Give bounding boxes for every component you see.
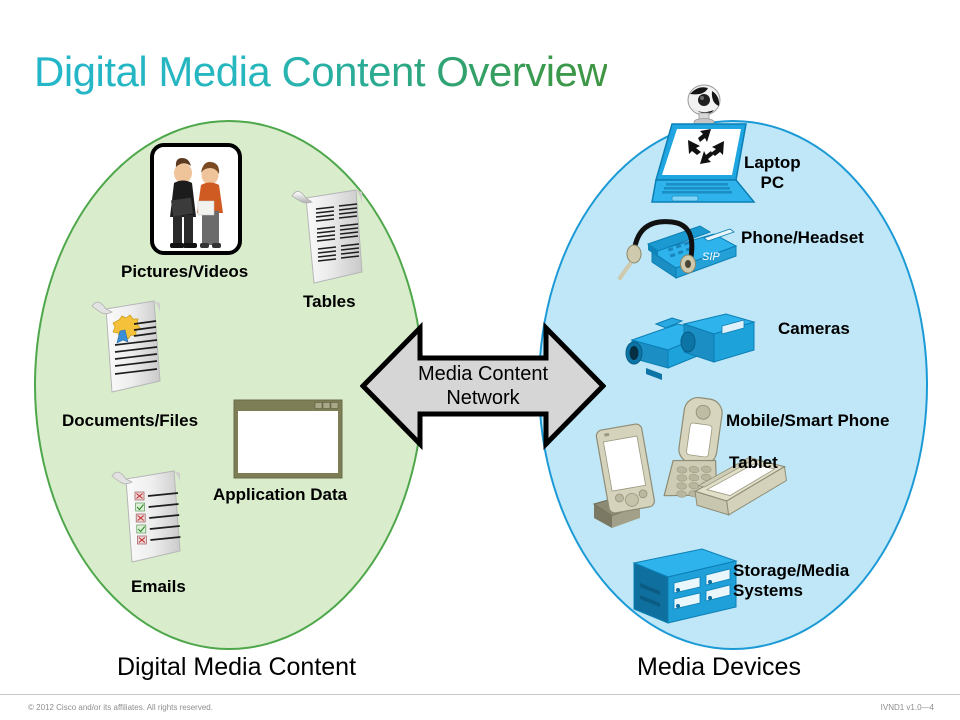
label-storage-media-systems: Storage/Media Systems <box>733 561 850 600</box>
label-documents-files: Documents/Files <box>62 411 199 430</box>
ip-phone-headset-icon: SIP <box>618 212 740 294</box>
certificate-document-icon <box>90 293 170 397</box>
footer-divider <box>0 694 960 695</box>
photo-frame-people-icon <box>150 143 242 255</box>
label-pictures-videos: Pictures/Videos <box>121 262 249 281</box>
laptop-webcam-icon <box>650 84 758 206</box>
footer-course-code: IVND1 v1.0—4 <box>880 703 934 712</box>
label-application-data: Application Data <box>213 485 348 504</box>
storage-array-icon <box>630 545 740 627</box>
label-mobile-smart-phone: Mobile/Smart Phone <box>726 411 890 430</box>
label-tablet: Tablet <box>729 453 778 472</box>
mobile-phone-icon <box>588 396 748 542</box>
footer-copyright: © 2012 Cisco and/or its affiliates. All … <box>28 703 213 712</box>
svg-text:SIP: SIP <box>702 251 720 263</box>
video-camera-icon <box>622 306 758 386</box>
tablet-icon <box>688 455 794 535</box>
label-laptop-pc: Laptop PC <box>744 153 801 192</box>
media-content-network-arrow: Media Content Network <box>360 322 606 450</box>
caption-media-devices: Media Devices <box>637 653 801 681</box>
table-document-icon <box>290 184 370 288</box>
label-cameras: Cameras <box>778 319 850 338</box>
label-phone-headset: Phone/Headset <box>741 228 864 247</box>
checklist-document-icon <box>110 463 190 567</box>
page-title: Digital Media Content Overview <box>34 48 608 95</box>
label-emails: Emails <box>131 577 186 596</box>
label-tables: Tables <box>303 292 356 311</box>
application-window-icon <box>233 399 343 479</box>
caption-digital-media-content: Digital Media Content <box>117 653 357 681</box>
